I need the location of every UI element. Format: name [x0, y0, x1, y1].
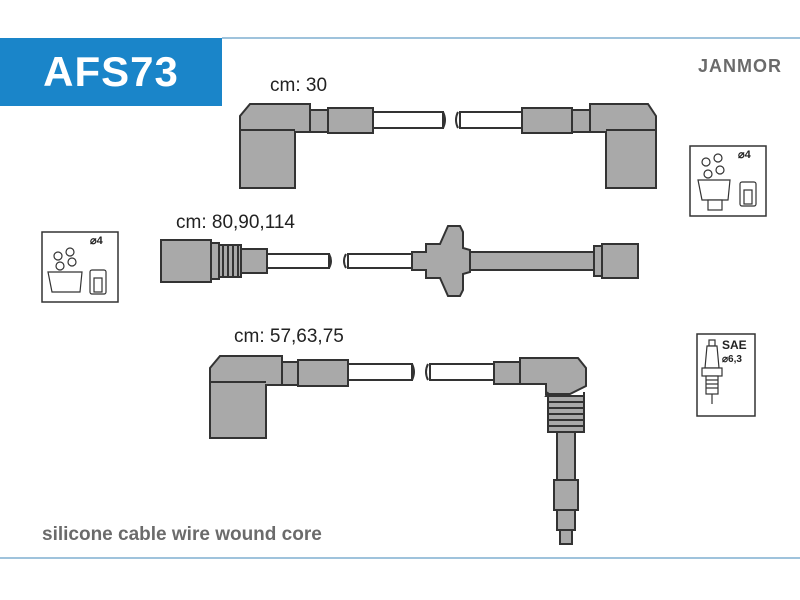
- cable-middle-length-label: cm: 80,90,114: [176, 212, 296, 233]
- cable-top-length-label: cm: 30: [270, 75, 328, 96]
- cable-bottom-drawing: [209, 355, 587, 545]
- cable-description: silicone cable wire wound core: [42, 524, 322, 545]
- distributor-right-caption: ⌀4: [738, 149, 751, 161]
- distributor-left-caption: ⌀4: [90, 235, 103, 247]
- cable-bottom-length-label: cm: 57,63,75: [234, 326, 344, 347]
- spark-plug-sae-caption: SAE: [722, 338, 747, 352]
- distributor-cap-icon-left: [41, 231, 119, 303]
- spark-plug-size-caption: ⌀6,3: [722, 354, 742, 365]
- product-code: AFS73: [43, 48, 179, 95]
- distributor-cap-icon-right: [689, 145, 767, 217]
- cable-top-drawing: [239, 103, 657, 189]
- product-code-badge: [0, 38, 222, 106]
- frame: [0, 37, 800, 559]
- spark-plug-icon: [696, 333, 756, 417]
- brand-name: JANMOR: [697, 56, 782, 76]
- cable-middle-drawing: [160, 225, 639, 297]
